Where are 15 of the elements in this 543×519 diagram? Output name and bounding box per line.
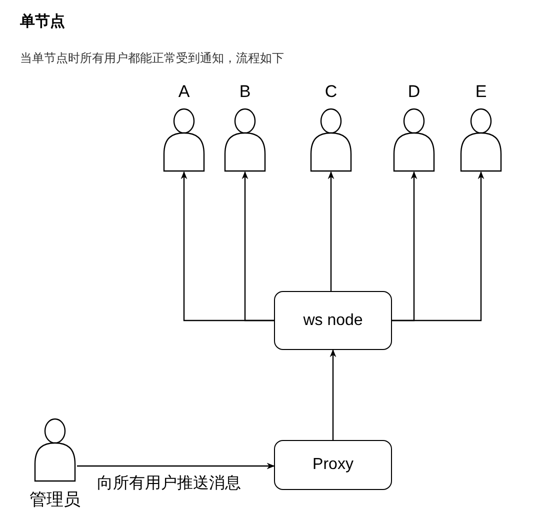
person-label: 管理员 xyxy=(28,489,82,511)
person-label: D xyxy=(406,82,422,102)
title: 单节点 xyxy=(20,12,65,31)
arrow xyxy=(77,462,275,470)
person-label: B xyxy=(238,82,252,102)
arrow xyxy=(242,171,274,322)
process-box: Proxy xyxy=(274,440,392,490)
person-label: E xyxy=(474,82,488,102)
arrow xyxy=(330,349,336,440)
process-box: ws node xyxy=(274,291,392,350)
arrow xyxy=(328,171,334,291)
arrow xyxy=(392,171,484,322)
description-text: 当单节点时所有用户都能正常受到通知，流程如下 xyxy=(20,50,284,67)
person-label: A xyxy=(177,82,191,102)
person-label: C xyxy=(324,82,338,102)
